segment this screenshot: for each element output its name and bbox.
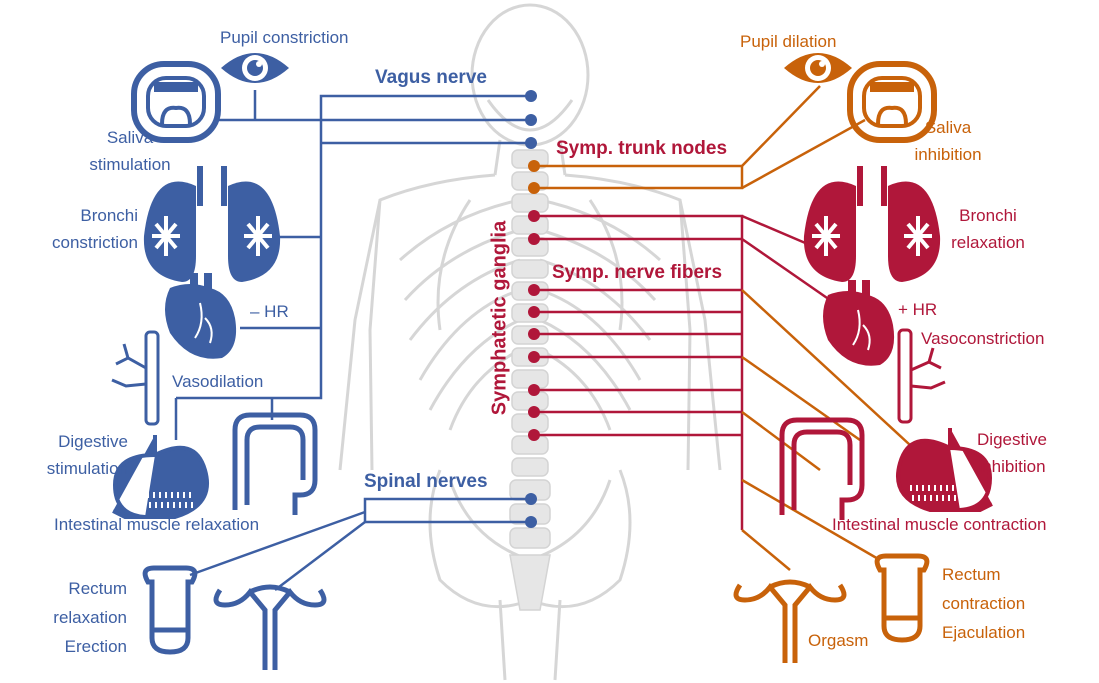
blood-vessel-icon [111,330,160,426]
spinal-nerves-label: Spinal nerves [364,471,488,492]
intestinal-muscle-relaxation-label: Intestinal muscle relaxation [54,515,260,534]
sympathetic-fiber-lines [534,214,831,530]
uterus-icon-right [733,579,847,663]
heart-rate-increase-label: + HR [898,300,938,319]
parasympathetic-nerve-lines [174,90,531,591]
bronchi-relaxation-line-2: relaxation [951,233,1025,252]
eye-icon-right [784,53,852,83]
rectum-contraction-line-1: Rectum [942,565,1001,584]
sympathetic-upper-lines [534,85,866,190]
heart-icon [165,273,237,359]
digestive-inhibition-line-1: Digestive [977,430,1047,449]
digestive-stimulation-line-1: Digestive [58,432,128,451]
sympathetic-ganglia-label: Symphatetic ganglia [488,220,511,416]
intestinal-muscle-contraction-label: Intestinal muscle contraction [832,515,1047,534]
stomach-icon-right [896,428,993,512]
stomach-icon [112,435,209,519]
intestine-icon [232,412,318,515]
symp-trunk-nodes-label: Symp. trunk nodes [556,138,728,159]
digestive-inhibition-line-2: inhibition [978,457,1046,476]
parasympathetic-nodes [525,90,537,528]
mouth-icon-right [847,61,937,143]
penis-icon-right [874,553,930,643]
bronchi-constriction-line-2: constriction [52,233,138,252]
vagus-nerve-label: Vagus nerve [375,67,487,88]
lungs-icon-right [803,166,941,282]
symp-nerve-fibers-label: Symp. nerve fibers [552,262,723,283]
rectum-relaxation-line-3: Erection [64,637,127,656]
rectum-contraction-line-3: Ejaculation [942,623,1026,642]
rectum-contraction-line-2: contraction [942,594,1026,613]
lungs-icon [143,166,281,282]
pupil-dilation-label: Pupil dilation [740,32,837,51]
saliva-stimulation-line-2: stimulation [89,155,171,174]
saliva-inhibition-label: Saliva inhibition [898,114,998,168]
digestive-stimulation-label: Digestive stimulation [20,428,128,482]
blood-vessel-icon-right [897,328,946,424]
digestive-stimulation-line-2: stimulation [46,459,128,478]
vasoconstriction-label: Vasoconstriction [921,329,1045,348]
intestine-icon-right [779,417,865,520]
sympathetic-nodes [528,160,540,441]
vasodilation-label: Vasodilation [172,372,264,391]
digestive-inhibition-label: Digestive inhibition [960,426,1064,480]
rectum-relaxation-line-1: Rectum [68,579,127,598]
bronchi-constriction-line-1: Bronchi [80,206,138,225]
saliva-inhibition-line-2: inhibition [914,145,982,164]
pupil-constriction-label: Pupil constriction [220,28,349,47]
rectum-relaxation-line-2: relaxation [53,608,127,627]
uterus-icon-left [213,584,327,670]
rectum-relaxation-erection-label: Rectum relaxation Erection [20,574,127,661]
saliva-stimulation-label: Saliva stimulation [80,124,180,178]
saliva-inhibition-line-1: Saliva [924,118,972,137]
penis-icon-left [142,565,198,655]
bronchi-constriction-label: Bronchi constriction [20,202,138,256]
saliva-stimulation-line-1: Saliva [106,128,154,147]
heart-rate-decrease-label: – HR [250,302,289,321]
mouth-icon [131,61,221,143]
heart-icon-right [823,280,895,366]
eye-icon [221,53,289,83]
rectum-contraction-ejaculation-label: Rectum contraction Ejaculation [942,560,1025,647]
bronchi-relaxation-line-1: Bronchi [959,206,1017,225]
bronchi-relaxation-label: Bronchi relaxation [938,202,1038,256]
orgasm-label: Orgasm [808,631,869,650]
